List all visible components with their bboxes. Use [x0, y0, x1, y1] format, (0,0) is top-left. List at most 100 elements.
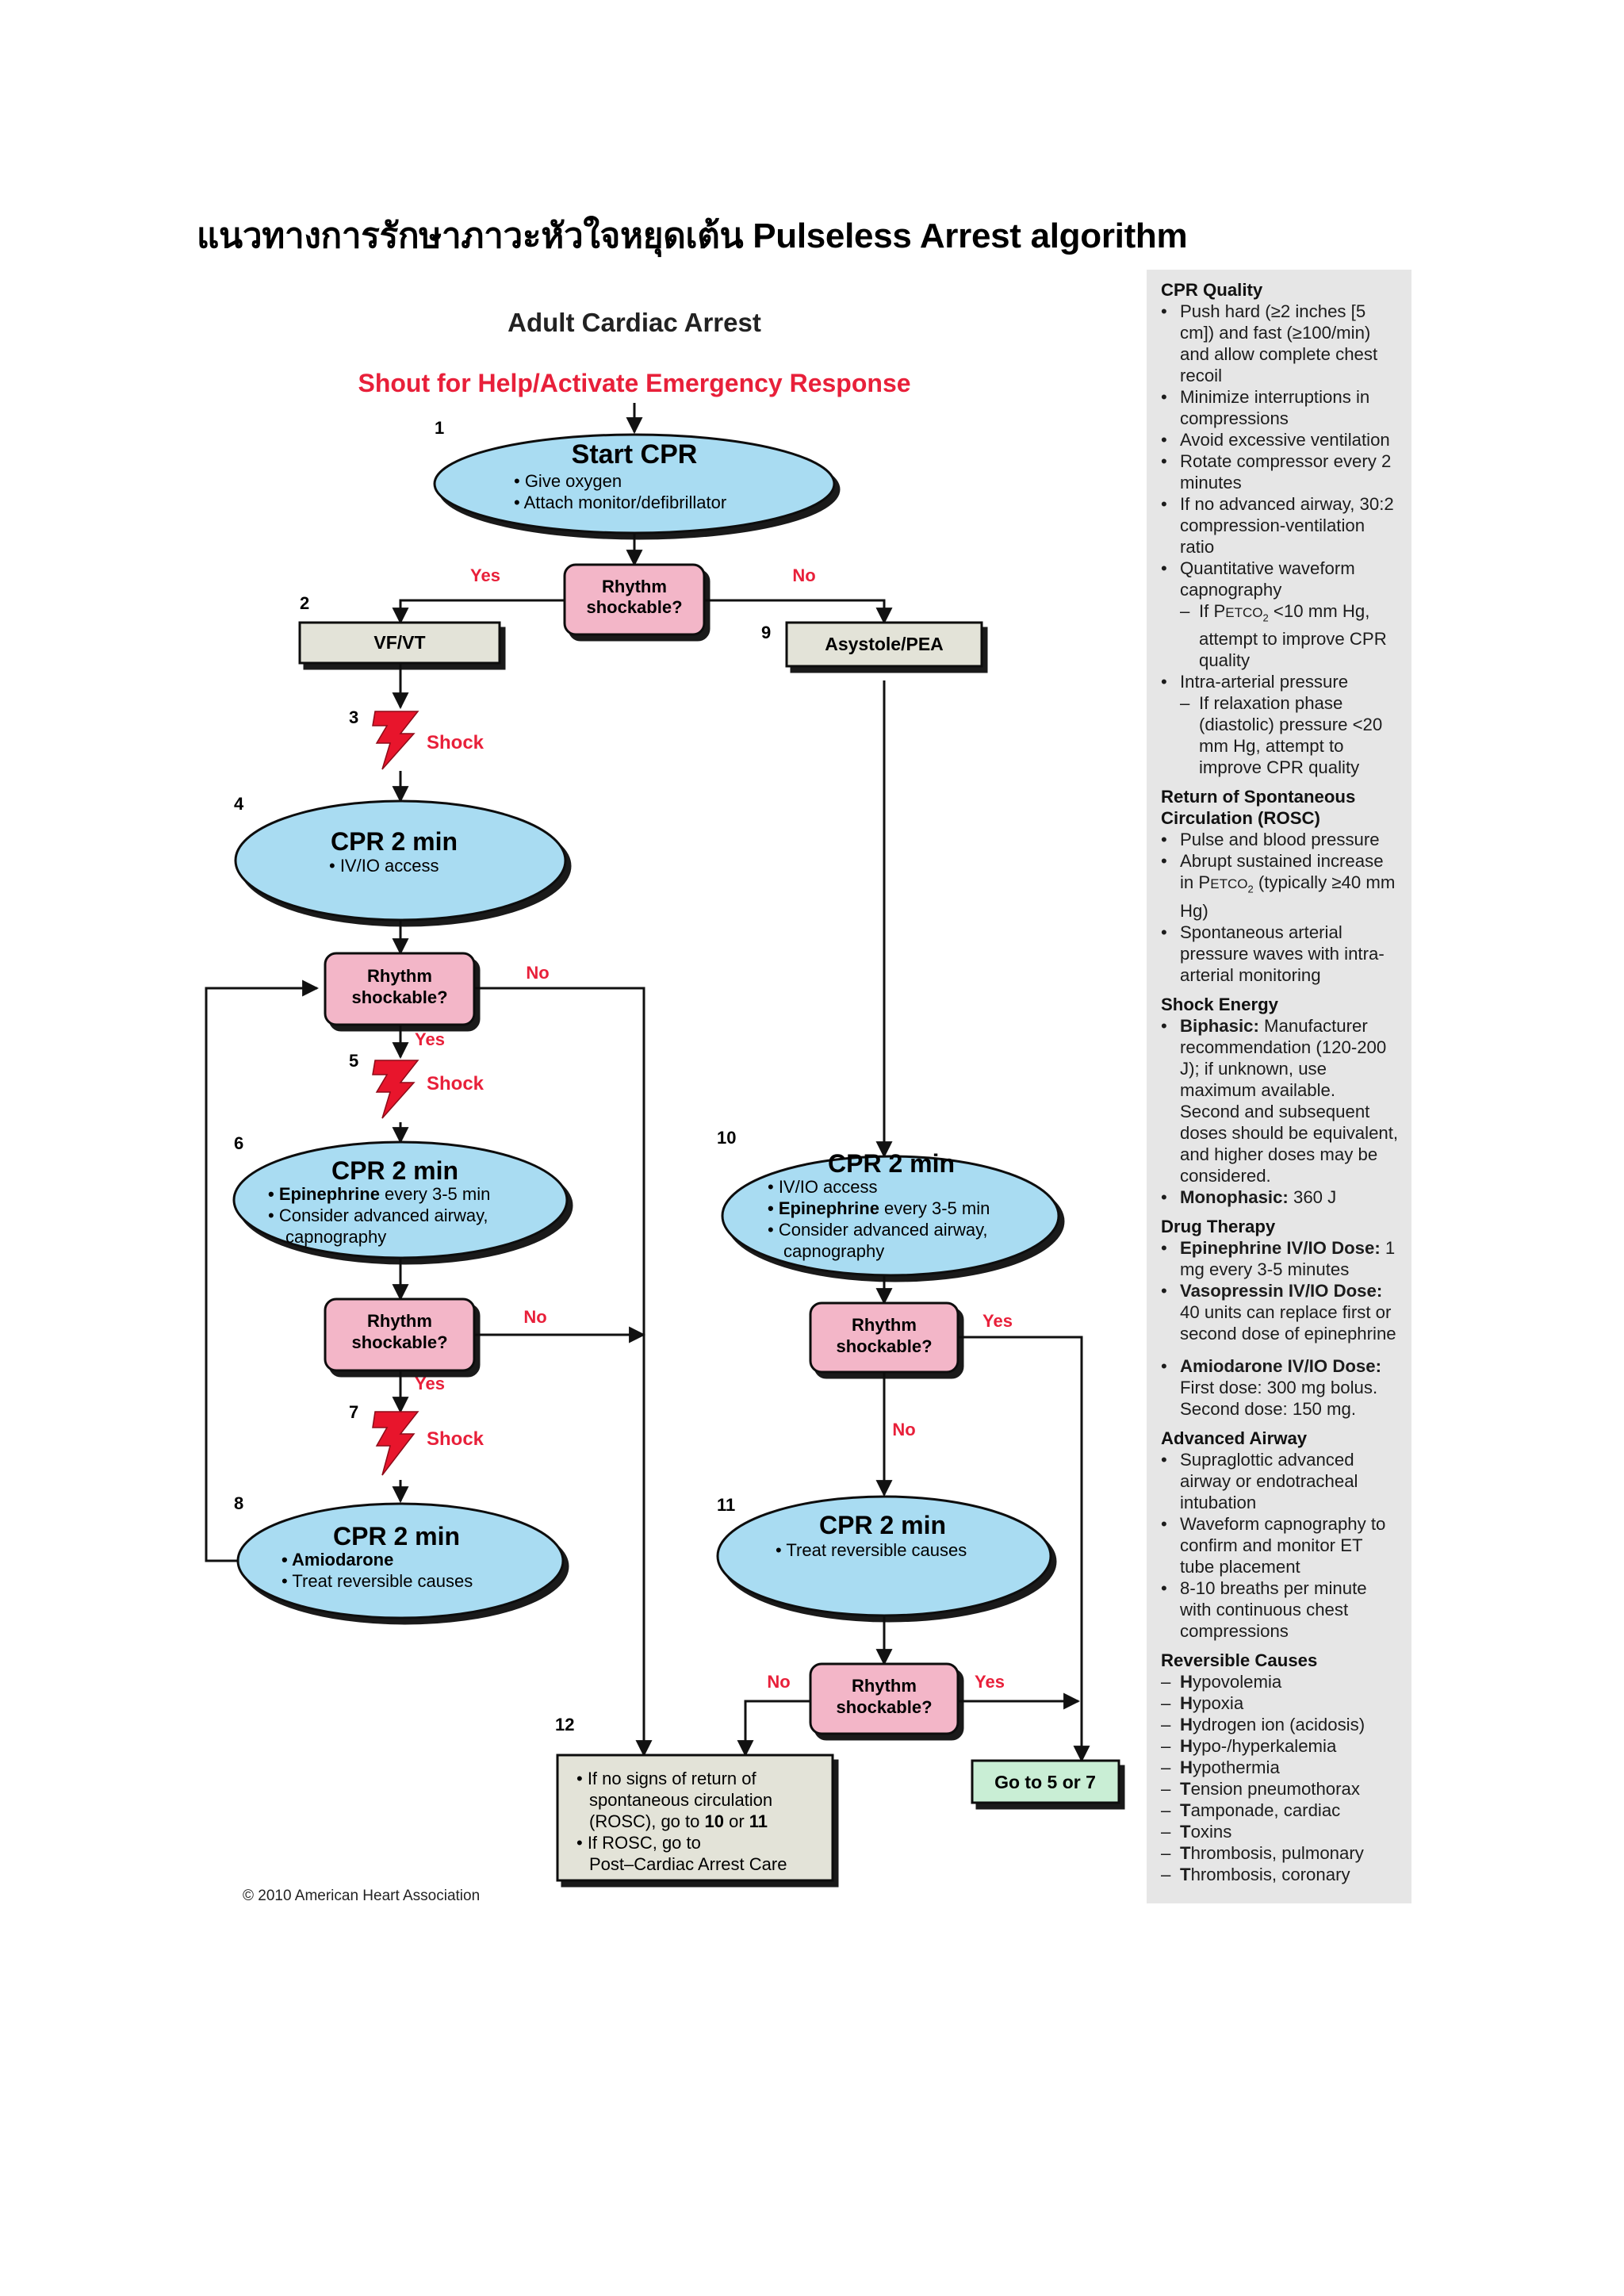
bullet-item: •Abrupt sustained increase in PETCO2 (ty…: [1161, 851, 1396, 921]
arrow-decision4-yes: [958, 1336, 1090, 1763]
decision-label: Rhythm: [367, 966, 432, 986]
bullet-item: •Vasopressin IV/IO Dose: 40 units can re…: [1161, 1280, 1396, 1343]
box12-ref: 10: [704, 1811, 723, 1831]
section-heading: Return of Spontaneous Circulation (ROSC): [1161, 787, 1356, 829]
step-number: 5: [349, 1051, 358, 1071]
bullet-item: •Quantitative waveform capnography: [1161, 558, 1355, 600]
cpr-line: • Consider advanced airway,: [268, 1205, 488, 1225]
asystole-label: Asystole/PEA: [825, 634, 944, 654]
connectors: [205, 403, 1090, 1763]
arrow-decision2-no: [474, 987, 653, 1757]
cpr-line: • IV/IO access: [768, 1177, 878, 1197]
section-heading: Shock Energy: [1161, 994, 1278, 1014]
arrow-decision1-no: [704, 599, 893, 625]
diagram-title: Adult Cardiac Arrest: [508, 308, 761, 337]
bullet-item: •Intra-arterial pressure: [1161, 672, 1349, 692]
arrow-decision1-yes: [392, 599, 565, 625]
section-rosc: Return of Spontaneous Circulation (ROSC)…: [1161, 786, 1399, 985]
decision-label: shockable?: [351, 987, 447, 1007]
bullet-item: •Waveform capnography to confirm and mon…: [1161, 1513, 1386, 1577]
cpr-line: • Treat reversible causes: [282, 1571, 473, 1591]
section-reversible-causes: Reversible Causes –Hypovolemia –Hypoxia …: [1161, 1650, 1399, 1885]
cpr-title: CPR 2 min: [331, 827, 458, 856]
sub-bullet-item: –If PETCO2 <10 mm Hg, attempt to improve…: [1180, 601, 1387, 671]
node-12-rosc-box: • If no signs of return of spontaneous c…: [555, 1715, 834, 1882]
node-goto-5-or-7: Go to 5 or 7: [971, 1759, 1120, 1804]
shock-step-7: Shock 7: [349, 1402, 485, 1476]
lightning-bolt-icon: [372, 711, 419, 770]
decision-label: Rhythm: [852, 1676, 917, 1696]
decision-label: Rhythm: [852, 1315, 917, 1335]
step-number: 9: [761, 623, 771, 642]
shock-label: Shock: [427, 732, 485, 753]
node-cpr-4: CPR 2 min • IV/IO access 4: [234, 794, 567, 922]
section-heading: Advanced Airway: [1161, 1428, 1308, 1448]
step-number: 7: [349, 1402, 358, 1422]
shock-label: Shock: [427, 1428, 485, 1450]
step-number: 12: [555, 1715, 574, 1734]
no-label: No: [767, 1672, 790, 1692]
cpr-title: CPR 2 min: [819, 1511, 946, 1539]
goto-label: Go to 5 or 7: [994, 1772, 1096, 1792]
bullet-item: •Spontaneous arterial pressure waves wit…: [1161, 922, 1385, 985]
cpr-line: capnography: [285, 1227, 386, 1247]
bullet-item: •Amiodarone IV/IO Dose: First dose: 300 …: [1161, 1355, 1381, 1419]
cause-item: –Thrombosis, pulmonary: [1161, 1842, 1364, 1863]
cause-item: –Hypovolemia: [1161, 1671, 1282, 1692]
start-cpr-title: Start CPR: [572, 439, 698, 470]
bullet-item: •Supraglottic advanced airway or endotra…: [1161, 1449, 1358, 1512]
cpr-title: CPR 2 min: [828, 1149, 955, 1178]
cause-item: –Thrombosis, coronary: [1161, 1864, 1350, 1884]
cause-item: –Tension pneumothorax: [1161, 1778, 1360, 1799]
start-cpr-line: • Attach monitor/defibrillator: [514, 493, 726, 512]
no-label: No: [792, 565, 815, 585]
node-cpr-6: CPR 2 min • Epinephrine every 3-5 min • …: [232, 1133, 569, 1259]
decision-label: shockable?: [836, 1697, 932, 1717]
cpr-bold: • Epinephrine: [768, 1198, 879, 1218]
cpr-line: • Epinephrine every 3-5 min: [768, 1198, 990, 1218]
no-label: No: [526, 963, 549, 983]
yes-label: Yes: [982, 1311, 1013, 1331]
page-title: แนวทางการรักษาภาวะหัวใจหยุดเต้น Pulseles…: [197, 217, 1188, 255]
box12-line: • If ROSC, go to: [576, 1833, 701, 1853]
decision-label: shockable?: [586, 597, 682, 617]
sub-bullet-item: –If relaxation phase (diastolic) pressur…: [1180, 693, 1383, 778]
no-label: No: [523, 1307, 546, 1327]
box12-text: or: [724, 1811, 749, 1831]
cpr-rest: every 3-5 min: [380, 1184, 490, 1204]
bullet-item: •Avoid excessive ventilation: [1161, 430, 1390, 450]
bullet-item: •Minimize interruptions in compressions: [1161, 387, 1370, 428]
cpr-line: • IV/IO access: [329, 856, 439, 876]
yes-label: Yes: [975, 1672, 1005, 1692]
cpr-line: • Epinephrine every 3-5 min: [268, 1184, 490, 1204]
section-heading: Drug Therapy: [1161, 1216, 1276, 1236]
cpr-rest: every 3-5 min: [879, 1198, 990, 1218]
bullet-item: •Push hard (≥2 inches [5 cm]) and fast (…: [1161, 301, 1378, 385]
bullet-item: •If no advanced airway, 30:2 compression…: [1161, 494, 1394, 557]
step-number: 3: [349, 707, 358, 727]
yes-label: Yes: [470, 565, 500, 585]
decision-rhythm-shockable-1: Rhythm shockable? Yes No: [470, 563, 816, 636]
bullet-item: •8-10 breaths per minute with continuous…: [1161, 1577, 1367, 1641]
step-number: 6: [234, 1133, 243, 1153]
step-number: 1: [435, 418, 444, 438]
arrow-decision5-no: [737, 1700, 810, 1757]
node-cpr-8: CPR 2 min • Amiodarone • Treat reversibl…: [234, 1493, 565, 1619]
decision-label: Rhythm: [602, 577, 667, 596]
step-number: 10: [717, 1128, 736, 1148]
reference-sidebar: CPR Quality •Push hard (≥2 inches [5 cm]…: [1147, 270, 1411, 1903]
decision-label: shockable?: [351, 1332, 447, 1352]
cpr-title: CPR 2 min: [333, 1522, 460, 1550]
bullet-item: •Epinephrine IV/IO Dose: 1 mg every 3-5 …: [1161, 1237, 1396, 1279]
cpr-bold: • Epinephrine: [268, 1184, 380, 1204]
node-cpr-10: CPR 2 min • IV/IO access • Epinephrine e…: [717, 1128, 1060, 1277]
decision-label: Rhythm: [367, 1311, 432, 1331]
decision-rhythm-shockable-2: Rhythm shockable? No Yes: [324, 952, 550, 1049]
no-label: No: [892, 1420, 915, 1439]
box12-line: Post–Cardiac Arrest Care: [589, 1854, 787, 1874]
section-drug-therapy: Drug Therapy •Epinephrine IV/IO Dose: 1 …: [1161, 1216, 1399, 1420]
box12-ref: 11: [749, 1811, 768, 1831]
section-heading: Reversible Causes: [1161, 1650, 1318, 1670]
